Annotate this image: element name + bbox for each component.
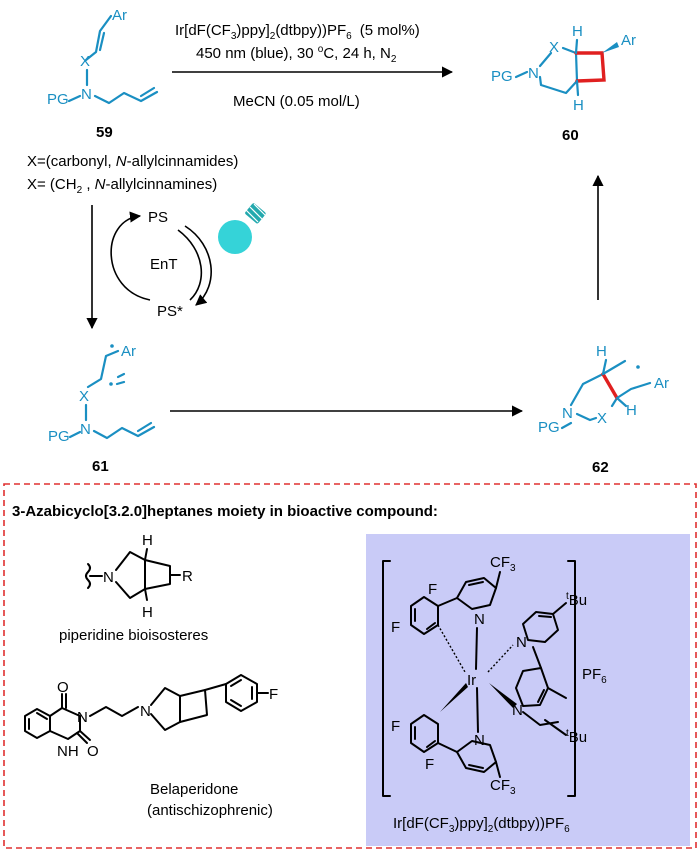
- atom-nh: NH: [57, 743, 79, 760]
- atom-f: F: [428, 581, 437, 598]
- ir-complex-label: Ir[dF(CF3)ppy]2(dtbpy))PF6: [393, 815, 570, 835]
- atom-h: H: [142, 532, 153, 549]
- atom-pg: PG: [47, 91, 69, 108]
- atom-ir: Ir: [467, 672, 476, 689]
- atom-f: F: [269, 686, 278, 703]
- belaperidone-label: Belaperidone: [150, 781, 238, 798]
- ent-label: EnT: [150, 256, 178, 273]
- atom-cf: CF3: [490, 554, 516, 574]
- atom-ar: Ar: [621, 32, 636, 49]
- compound-59-label: 59: [96, 124, 113, 141]
- atom-x: X: [80, 53, 90, 70]
- compound-62-label: 62: [592, 459, 609, 476]
- ps-star-label: PS*: [157, 303, 183, 320]
- atom-f: F: [391, 718, 400, 735]
- belaperidone-structure: O N O NH N F: [24, 674, 278, 760]
- energy-transfer-cycle: PS EnT PS*: [110, 209, 212, 320]
- atom-x: X: [549, 39, 559, 56]
- bioactive-box: [3, 483, 697, 849]
- atom-ar: Ar: [654, 375, 669, 392]
- compound-59-structure: Ar X N PG: [47, 7, 159, 108]
- ir-complex-panel: [366, 534, 690, 846]
- compound-60-label: 60: [562, 127, 579, 144]
- ir-complex-structure: PF6 F F CF3 N Ir N tBu N tBu: [382, 554, 607, 797]
- atom-f: F: [425, 756, 434, 773]
- atom-f: F: [391, 619, 400, 636]
- atom-n: N: [528, 65, 539, 82]
- atom-n: N: [80, 421, 91, 438]
- box-title: 3-Azabicyclo[3.2.0]heptanes moiety in bi…: [12, 503, 438, 520]
- substrate-note-amides: X=(carbonyl, N-allylcinnamides): [27, 153, 238, 170]
- atom-tbu: tBu: [566, 728, 587, 746]
- ps-label: PS: [148, 209, 168, 226]
- atom-pg: PG: [538, 419, 560, 436]
- atom-h: H: [572, 23, 583, 40]
- atom-o: O: [57, 679, 69, 696]
- atom-pg: PG: [491, 68, 513, 85]
- compound-62-structure: PG N X H Ar H: [538, 343, 669, 436]
- atom-n: N: [81, 86, 92, 103]
- atom-n: N: [474, 732, 485, 749]
- atom-o: O: [87, 743, 99, 760]
- atom-n: N: [474, 611, 485, 628]
- atom-n: N: [140, 703, 151, 720]
- counterion-label: PF6: [582, 666, 607, 686]
- atom-n: N: [103, 569, 114, 586]
- atom-h: H: [573, 97, 584, 114]
- atom-r: R: [182, 568, 193, 585]
- atom-h: H: [596, 343, 607, 360]
- atom-pg: PG: [48, 428, 70, 445]
- compound-60-structure: PG N X H H Ar: [491, 23, 636, 114]
- substrate-note-amines: X= (CH2 , N-allylcinnamines): [27, 176, 217, 196]
- atom-n: N: [562, 405, 573, 422]
- conditions-label: 450 nm (blue), 30 oC, 24 h, N2: [196, 44, 397, 65]
- compound-61-structure: Ar X N PG: [48, 343, 156, 445]
- atom-n: N: [516, 634, 527, 651]
- atom-ar: Ar: [121, 343, 136, 360]
- atom-x: X: [79, 388, 89, 405]
- atom-h: H: [626, 402, 637, 419]
- bioisosteres-label: piperidine bioisosteres: [59, 627, 208, 644]
- atom-ar: Ar: [112, 7, 127, 24]
- solvent-label: MeCN (0.05 mol/L): [233, 93, 360, 110]
- atom-cf: CF3: [490, 777, 516, 797]
- piperidine-bioisostere-structure: N H H R: [85, 532, 193, 621]
- catalyst-label: Ir[dF(CF3)ppy]2(dtbpy))PF6(5 mol%): [175, 22, 420, 42]
- antischizophrenic-label: (antischizophrenic): [147, 802, 273, 819]
- atom-n: N: [512, 702, 523, 719]
- compound-61-label: 61: [92, 458, 109, 475]
- atom-n: N: [77, 709, 88, 726]
- atom-x: X: [597, 410, 607, 427]
- light-bulb-icon: [218, 203, 267, 254]
- atom-h: H: [142, 604, 153, 621]
- atom-tbu: tBu: [566, 591, 587, 609]
